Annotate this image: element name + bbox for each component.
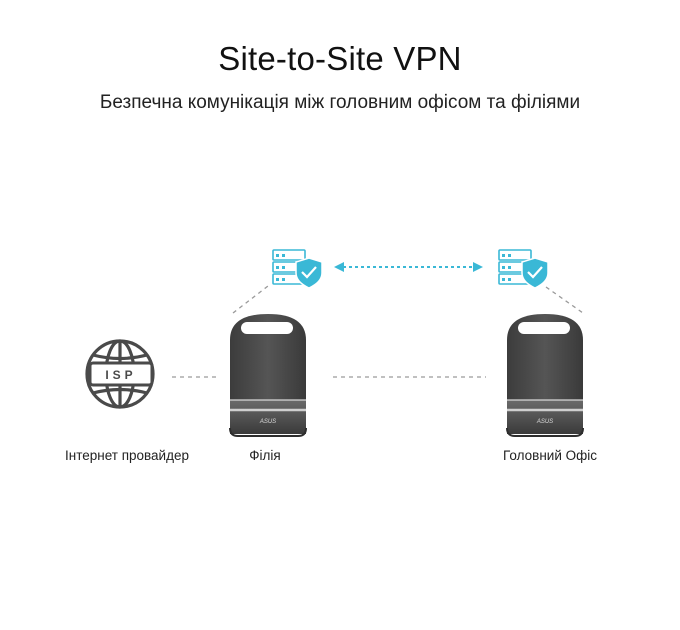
hq-router-icon: ASUS <box>506 314 584 437</box>
branch-router-icon: ASUS <box>229 314 307 437</box>
hq-label: Головний Офіс <box>503 448 597 463</box>
isp-label: Інтернет провайдер <box>65 448 189 463</box>
hq-server-shield-icon <box>498 249 549 289</box>
vpn-tunnel-arrow <box>334 262 483 272</box>
diagram-subtitle: Безпечна комунікація між головним офісом… <box>99 92 581 113</box>
branch-router-brand: ASUS <box>259 419 276 425</box>
branch-label: Філія <box>249 448 281 463</box>
isp-badge-text: ISP <box>105 368 136 382</box>
branch-server-link <box>232 285 269 314</box>
diagram-title: Site-to-Site VPN <box>218 40 462 77</box>
branch-server-shield-icon <box>272 249 323 289</box>
hq-server-link <box>545 286 584 314</box>
isp-badge: ISP <box>88 361 154 387</box>
hq-router-brand: ASUS <box>536 419 553 425</box>
